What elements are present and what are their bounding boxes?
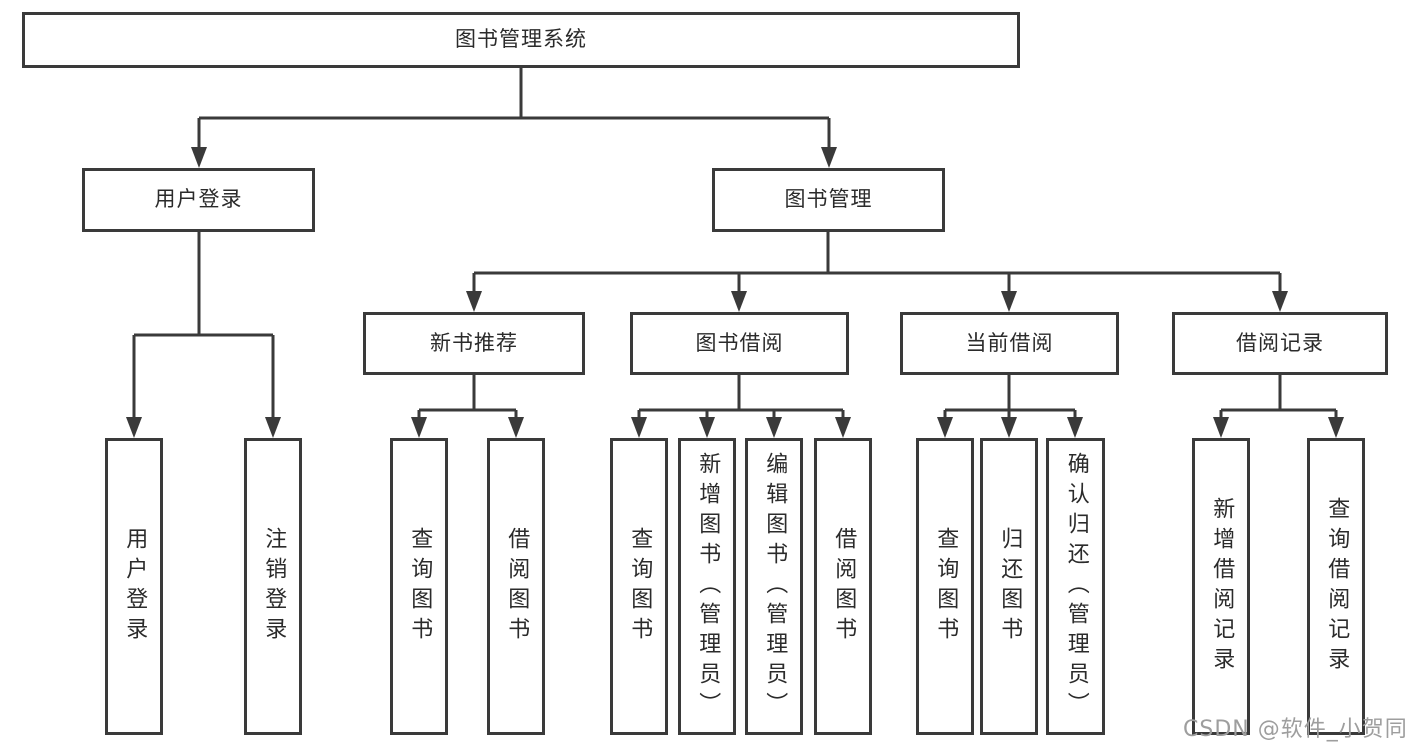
- node-logout: 注销登录: [244, 438, 302, 735]
- node-user-login-leaf: 用户登录: [105, 438, 163, 735]
- node-cb-return-book: 归还图书: [980, 438, 1038, 735]
- node-user-login-branch: 用户登录: [82, 168, 315, 232]
- node-book-borrowing: 图书借阅: [630, 312, 849, 375]
- node-bb-add-book-admin: 新增图书︵管理员︶: [678, 438, 736, 735]
- node-bb-borrow-book: 借阅图书: [814, 438, 872, 735]
- node-borrowing-records: 借阅记录: [1172, 312, 1388, 375]
- node-cb-query-book: 查询图书: [916, 438, 974, 735]
- node-book-management-branch: 图书管理: [712, 168, 945, 232]
- node-bb-query-book: 查询图书: [610, 438, 668, 735]
- node-rec-query-book: 查询图书: [390, 438, 448, 735]
- arrowheads: [126, 147, 1344, 438]
- node-library-management-system: 图书管理系统: [22, 12, 1020, 68]
- node-current-borrowing: 当前借阅: [900, 312, 1119, 375]
- node-new-book-recommendation: 新书推荐: [363, 312, 585, 375]
- node-rec-borrow-book: 借阅图书: [487, 438, 545, 735]
- node-bb-edit-book-admin: 编辑图书︵管理员︶: [745, 438, 803, 735]
- node-br-query-borrow-record: 查询借阅记录: [1307, 438, 1365, 735]
- csdn-watermark: CSDN @软件_小贺同学: [1183, 717, 1405, 742]
- node-br-add-borrow-record: 新增借阅记录: [1192, 438, 1250, 735]
- node-cb-confirm-return-admin: 确认归还︵管理员︶: [1046, 438, 1105, 735]
